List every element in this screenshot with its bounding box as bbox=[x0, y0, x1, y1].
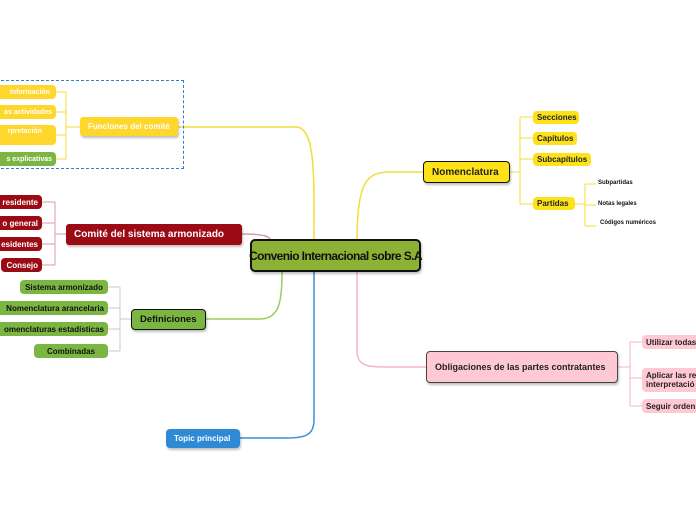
subtopic-notas-legales[interactable]: Notas legales bbox=[598, 201, 637, 207]
funciones-boundary bbox=[0, 80, 184, 169]
topic-obligaciones[interactable]: Obligaciones de las partes contratantes bbox=[426, 351, 618, 383]
subtopic-secciones[interactable]: Secciones bbox=[533, 111, 579, 124]
subtopic-nomenclatura-arancelaria[interactable]: Nomenclatura arancelaria bbox=[0, 301, 108, 315]
subtopic-interpretacion[interactable]: rpretación bbox=[0, 125, 56, 145]
central-topic[interactable]: Convenio Internacional sobre S.A bbox=[249, 239, 423, 272]
topic-principal[interactable]: Topic principal bbox=[166, 429, 240, 448]
subtopic-codigos-numericos[interactable]: Códigos numéricos bbox=[600, 220, 657, 226]
subtopic-partidas[interactable]: Partidas bbox=[533, 197, 575, 210]
subtopic-subpartidas[interactable]: Subpartidas bbox=[598, 180, 633, 186]
subtopic-subcapitulos[interactable]: Subcapítulos bbox=[533, 153, 591, 166]
topic-funciones[interactable]: Funciones del comité bbox=[80, 117, 178, 136]
topic-comite[interactable]: Comité del sistema armonizado bbox=[66, 224, 242, 245]
subtopic-aplicar-reglas[interactable]: Aplicar las re interpretació bbox=[642, 368, 696, 392]
subtopic-seguir-orden[interactable]: Seguir orden bbox=[642, 399, 696, 413]
subtopic-secretario-general[interactable]: o general bbox=[0, 216, 42, 230]
subtopic-presidente[interactable]: residente bbox=[0, 195, 42, 209]
subtopic-consejo[interactable]: Consejo bbox=[1, 258, 42, 272]
subtopic-utilizar-todas[interactable]: Utilizar todas bbox=[642, 335, 696, 349]
subtopic-sistema-armonizado[interactable]: Sistema armonizado bbox=[20, 280, 108, 294]
topic-nomenclatura[interactable]: Nomenclatura bbox=[423, 161, 510, 183]
subtopic-vicepresidentes[interactable]: esidentes bbox=[0, 237, 42, 251]
subtopic-capitulos[interactable]: Capítulos bbox=[533, 132, 577, 145]
subtopic-notas-explicativas[interactable]: s explicativas bbox=[0, 152, 56, 166]
subtopic-nomenclaturas-estadisticas[interactable]: omenclaturas estadísticas bbox=[0, 322, 108, 336]
subtopic-informacion[interactable]: Información bbox=[0, 85, 56, 99]
subtopic-combinadas[interactable]: Combinadas bbox=[34, 344, 108, 358]
subtopic-actividades[interactable]: as actividades bbox=[0, 105, 56, 119]
topic-definiciones[interactable]: Definiciones bbox=[131, 309, 206, 330]
